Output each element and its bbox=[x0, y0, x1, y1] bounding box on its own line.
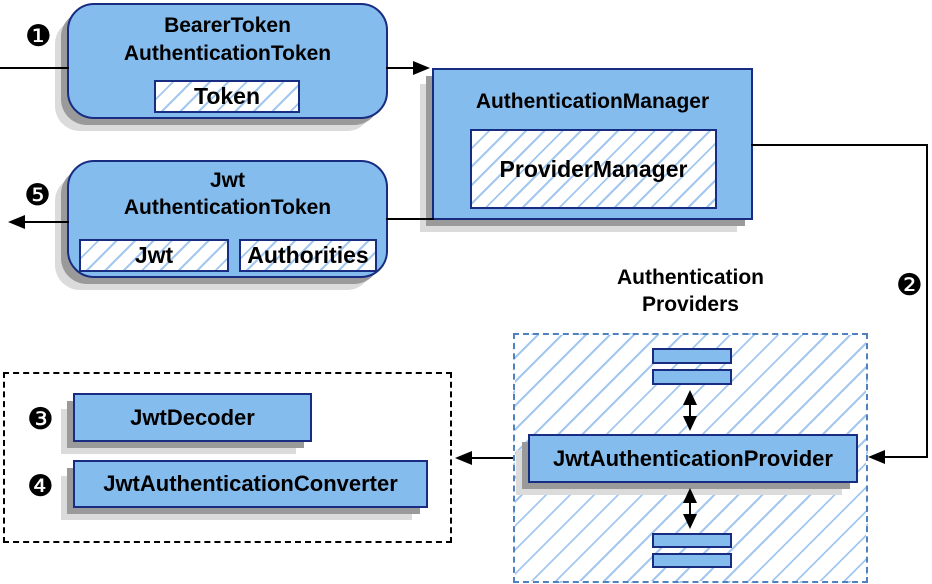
provider-placeholder-bar-top-1 bbox=[652, 348, 732, 364]
provider-placeholder-bar-top-2 bbox=[652, 369, 732, 385]
inner-authorities-box: Authorities bbox=[239, 239, 377, 272]
step-2-badge: ❷ bbox=[896, 268, 923, 303]
authentication-providers-heading-line2: Providers bbox=[642, 293, 739, 316]
node-jwt-authentication-token-title-line1: Jwt bbox=[209, 169, 245, 192]
inner-jwt-label: Jwt bbox=[134, 242, 174, 268]
inner-provider-manager-box: ProviderManager bbox=[470, 129, 717, 209]
arrow-jwt-token-outgoing bbox=[8, 215, 69, 229]
node-bearer-token-authentication-token: BearerToken AuthenticationToken Token bbox=[67, 3, 388, 119]
inner-jwt-box: Jwt bbox=[79, 239, 229, 272]
provider-placeholder-bar-bottom-1 bbox=[652, 533, 732, 548]
node-bearer-token-title: BearerToken AuthenticationToken bbox=[69, 5, 386, 68]
step-3-badge: ❸ bbox=[27, 402, 54, 437]
authentication-providers-heading: Authentication Providers bbox=[513, 264, 868, 318]
inner-provider-manager-label: ProviderManager bbox=[499, 155, 688, 182]
node-bearer-token-title-line2: AuthenticationToken bbox=[123, 42, 332, 65]
arrow-bearer-to-manager bbox=[386, 61, 430, 75]
arrow-provider-to-decoder-group bbox=[455, 451, 513, 465]
node-jwt-authentication-token-title-line2: AuthenticationToken bbox=[123, 196, 332, 219]
step-5-badge: ❺ bbox=[24, 178, 51, 213]
step-1-badge: ❶ bbox=[25, 19, 52, 54]
node-jwt-authentication-provider-label: JwtAuthenticationProvider bbox=[553, 445, 833, 471]
provider-placeholder-bar-bottom-2 bbox=[652, 553, 732, 568]
node-jwt-authentication-provider: JwtAuthenticationProvider bbox=[528, 434, 858, 483]
inner-token-box: Token bbox=[154, 80, 300, 113]
node-authentication-manager: AuthenticationManager ProviderManager bbox=[432, 68, 753, 220]
decoder-converter-group bbox=[3, 372, 452, 543]
authentication-providers-heading-line1: Authentication bbox=[617, 266, 764, 289]
step-4-badge: ❹ bbox=[27, 469, 54, 504]
node-jwt-authentication-converter: JwtAuthenticationConverter bbox=[73, 460, 428, 508]
node-jwt-decoder: JwtDecoder bbox=[73, 393, 312, 442]
node-jwt-authentication-token-title: Jwt AuthenticationToken bbox=[69, 162, 386, 221]
node-jwt-authentication-converter-label: JwtAuthenticationConverter bbox=[103, 471, 398, 496]
node-jwt-decoder-label: JwtDecoder bbox=[130, 404, 255, 430]
inner-token-label: Token bbox=[193, 83, 261, 109]
node-jwt-authentication-token: Jwt AuthenticationToken Jwt Authorities bbox=[67, 160, 388, 278]
inner-authorities-label: Authorities bbox=[247, 242, 369, 268]
node-bearer-token-title-line1: BearerToken bbox=[164, 14, 291, 37]
node-authentication-manager-title: AuthenticationManager bbox=[475, 90, 710, 113]
